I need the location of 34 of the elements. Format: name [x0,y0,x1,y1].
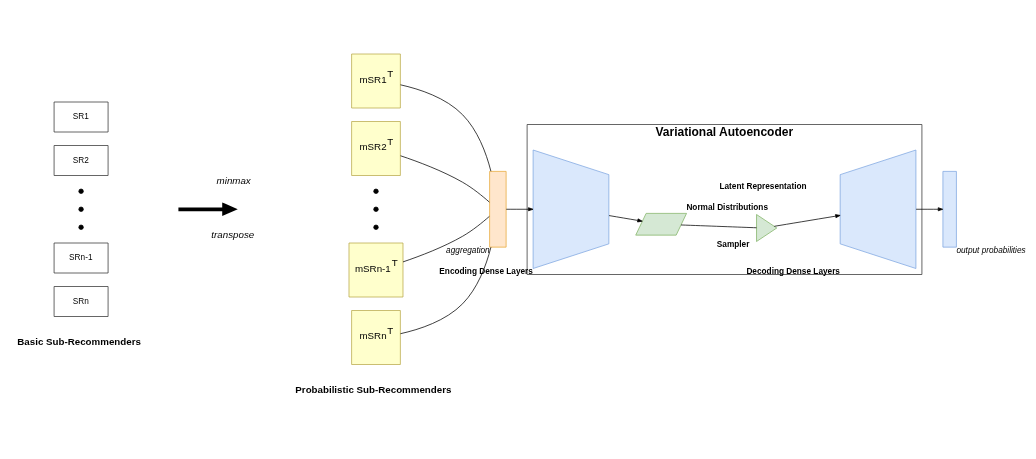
node-circle [373,206,379,212]
node-label: aggregation [446,245,490,255]
node-circle [78,224,84,230]
node-trapezoid [532,149,610,269]
node-label: Normal Distributions [686,203,769,213]
node-circle [78,188,84,194]
node-label: output probabilities [956,245,1026,255]
arrow [608,215,643,223]
node-box: SR1 [53,101,109,133]
connector [400,155,490,203]
node-circle [78,206,84,212]
node-box: SRn [53,286,109,317]
node-trapezoid [839,149,917,269]
arrow [505,207,534,212]
node-circle [373,188,379,194]
connector [680,224,757,229]
label: transpose [211,229,255,241]
node-box: SR2 [53,145,109,176]
label: Basic Sub-Recommenders [17,336,141,348]
connector [400,246,492,335]
arrow [915,207,944,212]
node-circle [373,224,379,230]
node-bar [942,171,957,248]
node-bar [489,171,507,248]
node-label: Sampler [716,240,750,250]
connector [400,84,492,172]
node-label: Encoding Dense Layers [439,267,533,277]
connector [402,216,490,263]
label: Probabilistic Sub-Recommenders [295,384,452,396]
label: Latent Representation [719,181,807,191]
node-triangle [756,214,778,242]
arrow [773,214,841,227]
node-box: SRn-1 [53,242,109,274]
label: minmax [216,175,251,187]
